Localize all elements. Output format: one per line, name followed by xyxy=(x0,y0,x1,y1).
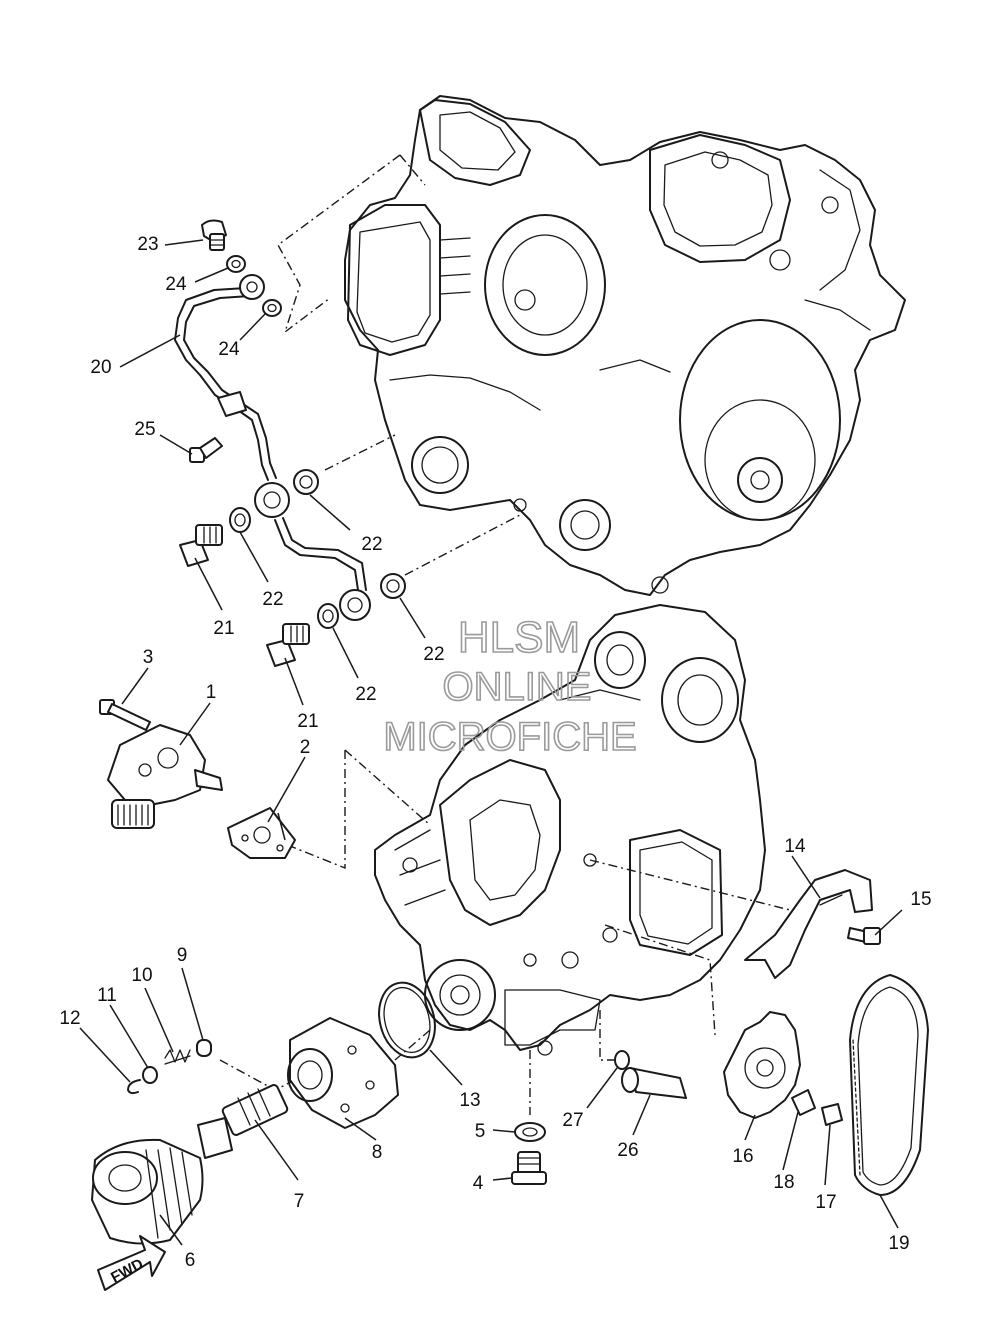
callout-20: 20 xyxy=(90,357,111,378)
forward-direction-arrow: FWD xyxy=(97,1235,166,1291)
callout-23: 23 xyxy=(137,234,158,255)
gasket-5 xyxy=(514,1122,546,1142)
gasket-2 xyxy=(227,807,296,859)
copper-washer-22a xyxy=(293,469,319,495)
callout-10: 10 xyxy=(131,965,152,986)
callout-14: 14 xyxy=(784,836,806,857)
callout-26: 26 xyxy=(617,1140,638,1161)
union-bolt-21a xyxy=(179,524,223,567)
callout-5: 5 xyxy=(475,1121,486,1142)
reference-line xyxy=(399,154,426,186)
reference-line xyxy=(604,924,716,1036)
union-bolt-23 xyxy=(201,219,227,251)
union-bolt-7 xyxy=(197,1084,289,1159)
bolt-15 xyxy=(847,927,881,945)
callout-1: 1 xyxy=(206,682,217,703)
copper-washer-22c xyxy=(380,573,406,599)
callout-11: 11 xyxy=(97,985,117,1006)
oil-pump-sprocket-16 xyxy=(723,1011,801,1119)
oil-delivery-pipe xyxy=(174,274,371,621)
pipe-26 xyxy=(621,1067,687,1099)
callout-22b: 22 xyxy=(262,589,283,610)
drain-bolt-4 xyxy=(511,1151,547,1185)
reference-line xyxy=(269,750,346,870)
callout-3: 3 xyxy=(143,647,154,668)
chain-guide-14 xyxy=(744,869,873,979)
callout-7: 7 xyxy=(294,1191,305,1212)
reference-line xyxy=(324,434,396,471)
o-ring-13 xyxy=(378,981,436,1059)
callout-19: 19 xyxy=(888,1233,909,1254)
callout-8: 8 xyxy=(372,1142,383,1163)
reference-line xyxy=(599,1010,620,1061)
drive-chain-19 xyxy=(849,974,929,1196)
reference-line xyxy=(404,514,521,576)
watermark: HLSM ONLINE MICROFICHE xyxy=(383,612,638,760)
callout-22c: 22 xyxy=(423,644,444,665)
copper-washer-22d xyxy=(317,603,339,629)
reference-line xyxy=(344,749,431,826)
washer-18 xyxy=(791,1089,816,1116)
callout-22a: 22 xyxy=(361,534,382,555)
upper-engine-assembly xyxy=(344,95,906,596)
leader-lines xyxy=(79,239,903,1246)
circlip-12 xyxy=(127,1079,141,1095)
callout-13: 13 xyxy=(459,1090,480,1111)
callout-6: 6 xyxy=(185,1250,196,1271)
reference-line xyxy=(589,859,791,911)
callout-2: 2 xyxy=(300,737,311,758)
callout-17: 17 xyxy=(815,1192,836,1213)
callout-21a: 21 xyxy=(213,618,234,639)
spring-10 xyxy=(164,1049,191,1065)
callout-16: 16 xyxy=(732,1146,753,1167)
callout-18: 18 xyxy=(773,1172,794,1193)
callout-24a: 24 xyxy=(165,274,187,295)
callout-24b: 24 xyxy=(218,339,240,360)
callout-12: 12 xyxy=(59,1008,80,1029)
oil-filter-cover-8 xyxy=(287,1017,399,1129)
reference-line xyxy=(277,154,401,334)
callout-25: 25 xyxy=(134,419,155,440)
callout-27: 27 xyxy=(562,1110,583,1131)
spring-seat-11 xyxy=(142,1066,158,1084)
copper-washer-24b xyxy=(262,299,282,317)
callout-22d: 22 xyxy=(355,684,376,705)
o-ring-27 xyxy=(614,1050,630,1070)
oil-filter-6 xyxy=(91,1138,204,1245)
callout-labels: 23 24 24 20 25 22 22 21 22 22 21 3 1 2 1… xyxy=(59,234,931,1271)
o-ring-9 xyxy=(196,1039,212,1057)
nut-17 xyxy=(821,1103,843,1126)
clamp-bolt-25 xyxy=(189,437,223,463)
oil-pump-1 xyxy=(107,724,223,829)
watermark-line-2: ONLINE xyxy=(443,665,592,709)
copper-washer-24a xyxy=(226,255,246,273)
copper-washer-22b xyxy=(229,507,251,533)
callout-4: 4 xyxy=(473,1173,484,1194)
bolt-3 xyxy=(99,699,151,731)
lower-crankcase-assembly xyxy=(374,604,766,1056)
callout-21b: 21 xyxy=(297,711,318,732)
callout-9: 9 xyxy=(177,945,188,966)
union-bolt-21b xyxy=(266,623,310,667)
callout-15: 15 xyxy=(910,889,931,910)
watermark-line-3: MICROFICHE xyxy=(383,715,636,759)
watermark-line-1: HLSM xyxy=(458,613,580,662)
